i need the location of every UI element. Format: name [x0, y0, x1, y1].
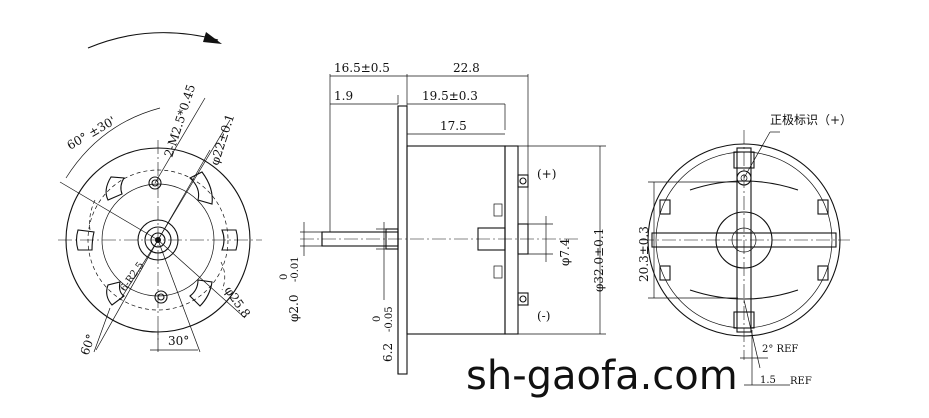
- polarity-leader: [743, 131, 771, 179]
- minus-mark: (-): [537, 309, 550, 323]
- thread-hole-top: [148, 176, 162, 190]
- polarity-note: 正极标识（+）: [770, 113, 852, 127]
- thread-leader: [154, 97, 206, 184]
- brush-arc-bottom: [689, 289, 799, 300]
- thread-hole-label: 2-M2.5*0.45: [162, 83, 199, 159]
- vent-label: 6-R2.5: [118, 260, 146, 293]
- dim-20-3-label: 20.3±0.3: [637, 226, 651, 282]
- left-end-view: 60° ±30' 2-M2.5*0.45 φ22±0.1 6-R2.5 φ25.…: [58, 32, 262, 357]
- angle-60-arc: [65, 107, 161, 179]
- clip-left-bottom: [659, 265, 671, 281]
- motor-body: [406, 145, 506, 335]
- vent-slot-3: [75, 229, 95, 251]
- front-boss-label: 6.2: [381, 343, 395, 362]
- angle-ref-label: 2° REF: [762, 344, 798, 355]
- phi22-label: φ22±0.1: [208, 112, 238, 167]
- angle-60-bottom-line: [93, 307, 111, 353]
- watermark: sh-gaofa.com: [466, 353, 738, 399]
- dim-17-5: 17.5: [440, 119, 467, 133]
- vent-slot-6: [189, 279, 213, 307]
- rotation-arc: [87, 32, 219, 49]
- tab-lower: [493, 265, 503, 279]
- angle-bottom-ray: [157, 239, 201, 353]
- terminal-minus-hole: [519, 295, 527, 303]
- angle-30-label: 30°: [168, 334, 189, 348]
- clip-right-bottom: [817, 265, 829, 281]
- dim-19-5: 19.5±0.3: [422, 89, 478, 103]
- phi258-leader: [157, 239, 246, 319]
- front-flange: [397, 105, 408, 375]
- side-view: 16.5±0.5 22.8 1.9 19.5±0.3 17.5 (+) (-) …: [279, 61, 606, 375]
- terminal-minus: [517, 292, 529, 306]
- angle-left-ray: [95, 239, 159, 351]
- body-dia-label: φ32.0±0.1: [592, 228, 606, 292]
- front-boss-tol-lower: -0.05: [384, 306, 395, 332]
- phi22-leader: [157, 119, 231, 241]
- plus-mark: (+): [537, 167, 556, 181]
- dashed-arc-1: [89, 199, 96, 231]
- small-ref-label: REF: [790, 376, 812, 387]
- terminal-plus-hole: [519, 177, 527, 185]
- front-boss-tol-upper: 0: [372, 316, 383, 322]
- tab-upper: [493, 203, 503, 217]
- clip-right-top: [817, 199, 829, 215]
- vent-slot-2: [189, 171, 213, 205]
- clip-left-top: [659, 199, 671, 215]
- shaft-tol-lower: -0.01: [290, 256, 301, 282]
- thread-hole-top-inner: [151, 179, 159, 187]
- small-ref-num: 1.5: [760, 375, 776, 386]
- dim-1-9: 1.9: [334, 89, 353, 103]
- rotation-arrowhead: [203, 32, 222, 44]
- right-end-view: 20.3±0.3 正极标识（+） 2° REF 1.5 REF: [637, 113, 852, 387]
- angle-60-bottom-label: 60°: [78, 332, 98, 357]
- thread-hole-bottom-inner: [157, 293, 165, 301]
- r25-leader: [119, 239, 159, 301]
- dim-16-5: 16.5±0.5: [334, 61, 390, 75]
- thread-hole-bottom: [154, 290, 168, 304]
- shaft-tol-upper: 0: [279, 274, 290, 280]
- angle-ray-1: [59, 181, 159, 241]
- shaft-dia-label: φ2.0: [287, 295, 301, 323]
- boss-dia-label: φ7.4: [558, 238, 572, 266]
- vent-slot-1: [105, 176, 125, 201]
- vent-slot-5: [106, 281, 125, 306]
- dashed-arc-2: [220, 261, 226, 291]
- dim-22-8: 22.8: [453, 61, 480, 75]
- vent-slot-4: [221, 229, 239, 251]
- end-cap: [504, 145, 519, 335]
